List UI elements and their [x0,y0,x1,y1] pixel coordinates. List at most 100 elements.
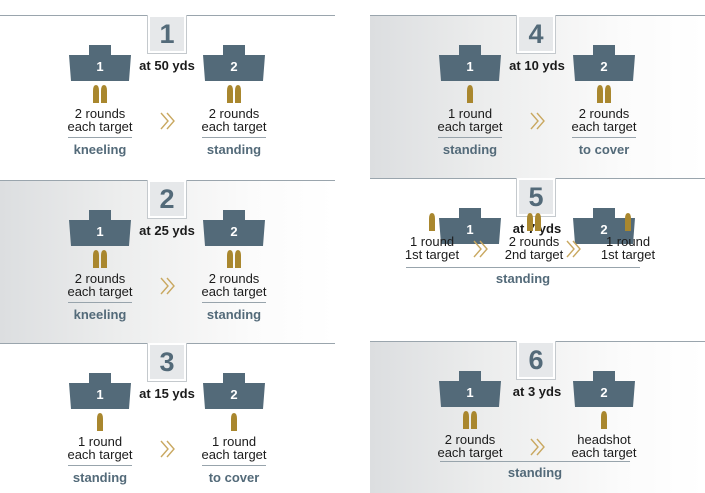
shooting-position-label: kneeling [73,142,127,157]
target-silhouette-icon: 1 [69,210,131,246]
round-count-label: 2 rounds [508,234,560,249]
stage-number: 4 [517,15,555,53]
cartridge-icon [597,85,611,103]
target-number: 1 [466,59,474,74]
target-order-label: each target [437,445,503,460]
target-order-label: 2nd target [504,247,564,262]
target-silhouette-icon: 2 [203,45,265,81]
double-chevron-right-icon [472,239,490,259]
round-count-label: 1 round [447,106,493,121]
double-chevron-right-icon [159,111,177,131]
round-count-label: 1 round [409,234,455,249]
target-number: 2 [600,222,608,237]
position-underline [202,465,266,466]
round-count-label: 2 rounds [74,271,126,286]
shooting-position-label: kneeling [73,307,127,322]
stage-number: 2 [148,180,186,218]
target-number: 2 [600,59,608,74]
stage-number: 1 [148,15,186,53]
position-underline [202,137,266,138]
target-order-label: each target [201,447,267,462]
round-count-label: 2 rounds [208,106,260,121]
target-number: 2 [230,224,238,239]
double-chevron-right-icon [529,111,547,131]
position-underline [438,137,502,138]
round-count-label: 1 round [605,234,651,249]
double-chevron-right-icon [565,239,583,259]
distance-label: at 10 yds [509,58,565,73]
target-silhouette-icon: 1 [439,371,501,407]
target-order-label: 1st target [404,247,460,262]
target-number: 1 [96,59,104,74]
target-order-label: each target [437,119,503,134]
double-chevron-right-icon [159,439,177,459]
shooting-position-label: standing [442,142,498,157]
cartridge-icon [227,85,241,103]
cartridge-icon [625,213,631,231]
position-underline [68,137,132,138]
double-chevron-right-icon [529,437,547,457]
cartridge-icon [467,85,473,103]
distance-label: at 15 yds [139,386,195,401]
target-silhouette-icon: 2 [203,210,265,246]
cartridge-icon [463,411,477,429]
cartridge-icon [527,213,541,231]
shooting-position-label: standing [507,465,563,480]
cartridge-icon [97,413,103,431]
position-underline [406,267,640,268]
target-silhouette-icon: 2 [573,208,635,244]
target-number: 2 [230,59,238,74]
position-underline [68,302,132,303]
distance-label: at 50 yds [139,58,195,73]
cartridge-icon [429,213,435,231]
target-number: 2 [600,385,608,400]
target-order-label: each target [201,284,267,299]
round-count-label: 1 round [77,434,123,449]
target-silhouette-icon: 2 [573,371,635,407]
cartridge-icon [227,250,241,268]
target-silhouette-icon: 2 [573,45,635,81]
double-chevron-right-icon [159,276,177,296]
target-number: 1 [466,222,474,237]
target-silhouette-icon: 1 [69,373,131,409]
target-order-label: each target [201,119,267,134]
stage-number: 3 [148,343,186,381]
distance-label: at 25 yds [139,223,195,238]
target-order-label: each target [67,447,133,462]
cartridge-icon [93,250,107,268]
target-order-label: each target [571,445,637,460]
target-silhouette-icon: 1 [69,45,131,81]
round-count-label: 2 rounds [578,106,630,121]
target-order-label: each target [571,119,637,134]
shooting-position-label: standing [206,142,262,157]
shooting-position-label: standing [72,470,128,485]
shooting-position-label: to cover [578,142,630,157]
stage-number: 5 [517,178,555,216]
target-silhouette-icon: 2 [203,373,265,409]
round-count-label: 2 rounds [208,271,260,286]
stage-number: 6 [517,341,555,379]
cartridge-icon [93,85,107,103]
position-underline [572,137,636,138]
target-number: 1 [466,385,474,400]
shooting-position-label: standing [495,271,551,286]
target-silhouette-icon: 1 [439,208,501,244]
target-order-label: each target [67,284,133,299]
target-number: 1 [96,387,104,402]
position-underline [202,302,266,303]
cartridge-icon [231,413,237,431]
target-silhouette-icon: 1 [439,45,501,81]
distance-label: at 3 yds [512,384,562,399]
target-number: 1 [96,224,104,239]
shooting-position-label: standing [206,307,262,322]
cartridge-icon [601,411,607,429]
target-order-label: each target [67,119,133,134]
round-count-label: 1 round [211,434,257,449]
position-underline [440,461,630,462]
